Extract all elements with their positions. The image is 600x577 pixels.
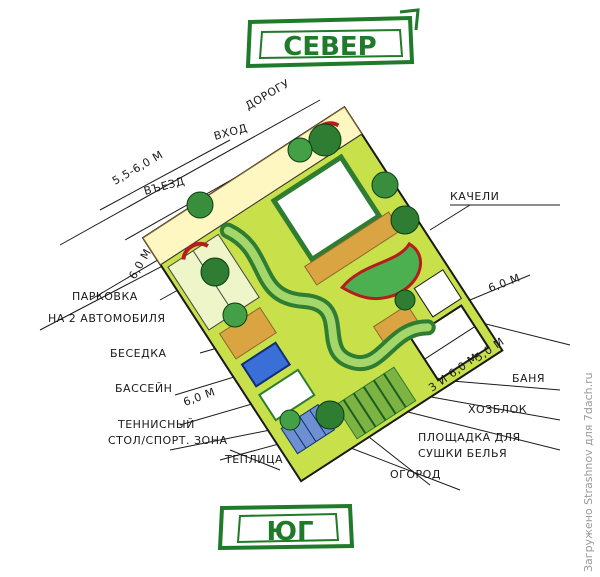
south-banner-inner [236, 512, 340, 544]
red-accent [181, 241, 209, 260]
label-tennis-2: СТОЛ/СПОРТ. ЗОНА [108, 434, 228, 447]
label-shed: ХОЗБЛОК [468, 403, 527, 416]
label-dim-right: 6,0 М [487, 271, 522, 294]
north-banner-inner [258, 28, 404, 60]
house [270, 153, 383, 263]
label-parking-2: НА 2 АВТОМОБИЛЯ [48, 312, 166, 325]
pool [240, 341, 292, 388]
flower-bed-swing [339, 241, 423, 301]
label-parking-1: ПАРКОВКА [72, 290, 138, 303]
sport-zone [257, 368, 316, 422]
north-banner-flag [399, 8, 420, 31]
south-label: ЮГ [266, 517, 313, 547]
label-entrance: ВХОД [212, 121, 249, 142]
label-dim-pool: 6,0 М [182, 385, 217, 408]
trees [186, 123, 420, 431]
label-drying-1: ПЛОЩАДКА ДЛЯ [418, 431, 521, 444]
label-garden: ОГОРОД [390, 468, 441, 481]
north-label: СЕВЕР [283, 32, 376, 62]
label-greenhouse: ТЕПЛИЦА [224, 453, 283, 466]
label-swing: КАЧЕЛИ [450, 190, 499, 203]
watermark: Загружено Strashnov для 7dach.ru [582, 372, 595, 572]
label-entry-drive: ВЪЕЗД [142, 175, 186, 198]
north-banner-frame [245, 15, 415, 69]
label-road: ДОРОГУ [243, 77, 292, 113]
label-pool: БАССЕЙН [115, 382, 172, 395]
label-dim-left: 6,0 М [126, 246, 154, 281]
label-bath: БАНЯ [512, 372, 545, 385]
south-banner-frame [217, 503, 355, 551]
south-banner: ЮГ [217, 503, 355, 551]
north-banner: СЕВЕР [245, 8, 420, 69]
label-tennis-1: ТЕННИСНЫЙ [117, 418, 195, 431]
annotation-labels: ДОРОГУ ВХОД 5,5-6,0 М ВЪЕЗД 6,0 М КАЧЕЛИ… [48, 77, 545, 481]
vegetable-garden [334, 366, 417, 440]
label-gazebo: БЕСЕДКА [110, 347, 167, 360]
label-drying-2: СУШКИ БЕЛЬЯ [418, 447, 507, 460]
shed [413, 269, 463, 318]
